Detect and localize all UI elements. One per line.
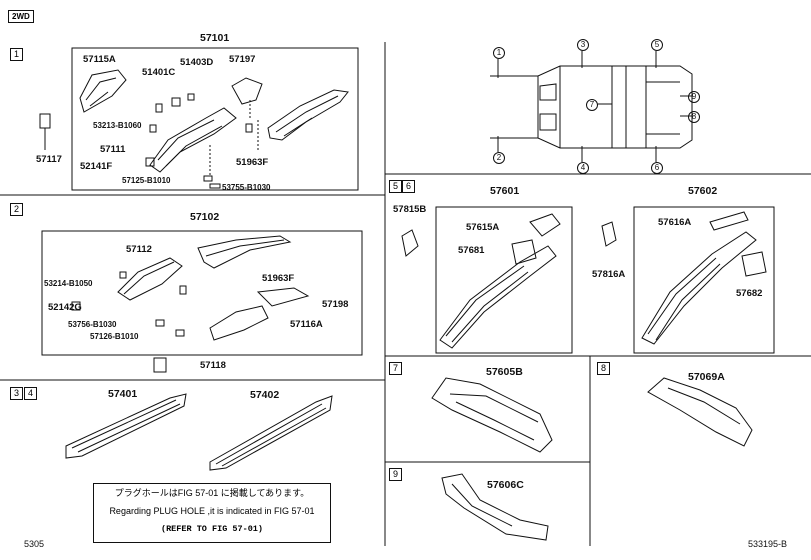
- part-57605B-drawing: [431, 377, 553, 453]
- group-box-57601: [435, 206, 573, 354]
- underbody-overview-drawing: [490, 65, 693, 149]
- plug-hole-note: プラグホールはFIG 57-01 に掲載してあります。 Regarding PL…: [93, 483, 331, 543]
- part-57112-drawing: [117, 257, 183, 301]
- section-marker-1: 1: [10, 48, 23, 61]
- part-label-51963F-s2[interactable]: 51963F: [262, 273, 295, 284]
- part-label-57117[interactable]: 57117: [36, 154, 62, 165]
- note-line-japanese: プラグホールはFIG 57-01 に掲載してあります。: [114, 488, 310, 498]
- section-marker-3: 3: [10, 387, 23, 400]
- section-marker-2: 2: [10, 203, 23, 216]
- part-label-57616A[interactable]: 57616A: [658, 217, 692, 228]
- part-label-57069A[interactable]: 57069A: [688, 371, 725, 383]
- part-label-57197[interactable]: 57197: [229, 54, 256, 65]
- part-side-rail-drawing: [267, 89, 349, 141]
- overview-callout-4: 4: [577, 162, 589, 174]
- leader-dashes-57101: [209, 100, 259, 176]
- part-57118-drawing: [153, 357, 167, 373]
- part-57602-drawing: [641, 231, 757, 345]
- part-label-57602[interactable]: 57602: [688, 185, 718, 197]
- footer-figure-code: 533195-B: [748, 539, 788, 549]
- part-label-57615A[interactable]: 57615A: [466, 222, 500, 233]
- part-label-57402[interactable]: 57402: [250, 389, 280, 401]
- part-label-51401C[interactable]: 51401C: [142, 67, 176, 78]
- part-label-57605B[interactable]: 57605B: [486, 366, 523, 378]
- part-57198-drawing: [256, 287, 310, 307]
- group-box-57602: [633, 206, 775, 354]
- part-label-57682[interactable]: 57682: [736, 288, 763, 299]
- note-line-reference[interactable]: (REFER TO FIG 57-01): [160, 524, 264, 534]
- part-57681-drawing: [511, 239, 537, 265]
- part-57069A-drawing: [647, 377, 753, 447]
- part-57116A-drawing: [209, 305, 269, 341]
- part-label-57126-B1010[interactable]: 57126-B1010: [90, 332, 139, 341]
- small-brackets-57102: [71, 271, 187, 337]
- section-marker-5: 5: [389, 180, 402, 193]
- part-label-57125-B1010[interactable]: 57125-B1010: [122, 176, 171, 185]
- part-label-57198[interactable]: 57198: [322, 299, 349, 310]
- group-box-57101: [71, 47, 359, 191]
- part-label-57401[interactable]: 57401: [108, 388, 138, 400]
- note-line-english: Regarding PLUG HOLE ,it is indicated in …: [109, 506, 315, 516]
- part-label-53755-B1030[interactable]: 53755-B1030: [222, 183, 271, 192]
- part-label-57118[interactable]: 57118: [200, 360, 226, 371]
- part-label-52142G[interactable]: 52142G: [48, 302, 82, 313]
- part-label-57681[interactable]: 57681: [458, 245, 485, 256]
- part-57682-drawing: [741, 251, 767, 277]
- part-57815B-drawing: [401, 229, 419, 257]
- part-label-57101[interactable]: 57101: [200, 32, 230, 44]
- overview-callout-9: 9: [688, 91, 700, 103]
- part-label-52141F[interactable]: 52141F: [80, 161, 113, 172]
- overview-callout-2: 2: [493, 152, 505, 164]
- part-label-57112[interactable]: 57112: [126, 244, 152, 255]
- part-label-57816A[interactable]: 57816A: [592, 269, 626, 280]
- part-57616A-drawing: [709, 211, 749, 231]
- section-marker-6: 6: [402, 180, 415, 193]
- overview-callout-5: 5: [651, 39, 663, 51]
- part-57102-rail-drawing: [197, 235, 292, 269]
- drive-type-tag: 2WD: [8, 10, 34, 23]
- part-label-57111[interactable]: 57111: [100, 144, 126, 155]
- part-57601-drawing: [439, 245, 557, 349]
- part-label-53213-B1060[interactable]: 53213-B1060: [93, 121, 142, 130]
- overview-callout-6: 6: [651, 162, 663, 174]
- overview-callout-7: 7: [586, 99, 598, 111]
- group-box-57102: [41, 230, 363, 356]
- part-label-57116A[interactable]: 57116A: [290, 319, 323, 330]
- footer-page-code: 5305: [24, 539, 45, 549]
- part-label-57601[interactable]: 57601: [490, 185, 520, 197]
- part-57606C-drawing: [441, 473, 549, 541]
- section-marker-8: 8: [597, 362, 610, 375]
- part-57111-drawing: [149, 107, 237, 173]
- overview-callout-3: 3: [577, 39, 589, 51]
- part-label-51403D[interactable]: 51403D: [180, 57, 214, 68]
- part-57115A-drawing: [79, 69, 127, 113]
- small-brackets-57101: [145, 93, 253, 189]
- part-57117-drawing: [39, 113, 51, 129]
- section-marker-9: 9: [389, 468, 402, 481]
- part-57197-drawing: [231, 77, 263, 105]
- part-57401-drawing: [65, 393, 187, 459]
- part-label-53214-B1050[interactable]: 53214-B1050: [44, 279, 93, 288]
- part-label-57115A[interactable]: 57115A: [83, 54, 116, 65]
- section-marker-4: 4: [24, 387, 37, 400]
- part-label-53756-B1030[interactable]: 53756-B1030: [68, 320, 117, 329]
- overview-callout-1: 1: [493, 47, 505, 59]
- section-marker-7: 7: [389, 362, 402, 375]
- part-label-57815B[interactable]: 57815B: [393, 204, 427, 215]
- part-label-51963F-s1[interactable]: 51963F: [236, 157, 269, 168]
- part-label-57102[interactable]: 57102: [190, 211, 220, 223]
- part-label-57606C[interactable]: 57606C: [487, 479, 524, 491]
- part-57816A-drawing: [601, 221, 617, 247]
- overview-callout-8: 8: [688, 111, 700, 123]
- part-57615A-drawing: [529, 213, 561, 237]
- part-57402-drawing: [209, 395, 333, 471]
